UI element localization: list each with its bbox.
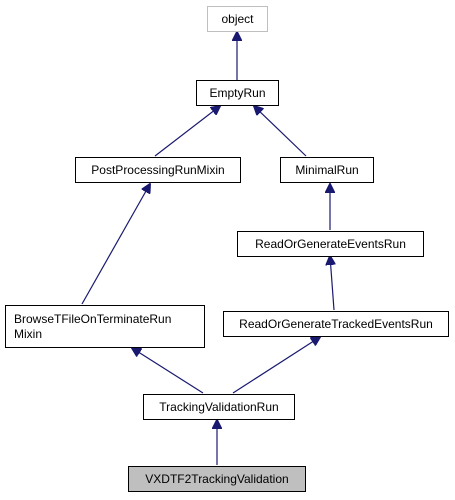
node-tracking-validation-run[interactable]: TrackingValidationRun xyxy=(143,394,295,420)
node-browse-tfile-on-terminate-run-mixin[interactable]: BrowseTFileOnTerminateRun Mixin xyxy=(5,305,205,348)
node-read-or-generate-events-run[interactable]: ReadOrGenerateEventsRun xyxy=(237,231,424,257)
node-post-processing-label: PostProcessingRunMixin xyxy=(91,163,224,177)
node-read-or-generate-tracked-label: ReadOrGenerateTrackedEventsRun xyxy=(239,317,433,331)
node-browse-tfile-label-line2: Mixin xyxy=(14,327,42,341)
node-minimal-run-label: MinimalRun xyxy=(295,163,358,177)
edge-browsetfile-to-postprocessing xyxy=(81,184,150,305)
edge-tracked-to-readorgenerate xyxy=(330,256,334,311)
node-vxdtf2-label: VXDTF2TrackingValidation xyxy=(145,472,288,486)
edge-trackingvalidation-to-browsetfile xyxy=(132,348,204,394)
node-browse-tfile-label-line1: BrowseTFileOnTerminateRun xyxy=(14,312,171,326)
node-empty-run-label: EmptyRun xyxy=(209,86,265,100)
node-read-or-generate-label: ReadOrGenerateEventsRun xyxy=(255,237,406,251)
node-minimal-run[interactable]: MinimalRun xyxy=(280,157,374,183)
edge-postprocessing-to-emptyrun xyxy=(154,106,220,157)
node-object[interactable]: object xyxy=(207,6,268,32)
node-object-label: object xyxy=(221,12,254,26)
node-read-or-generate-tracked-events-run[interactable]: ReadOrGenerateTrackedEventsRun xyxy=(223,311,449,337)
node-vxdtf2-tracking-validation[interactable]: VXDTF2TrackingValidation xyxy=(128,466,306,492)
edge-trackingvalidation-to-tracked xyxy=(232,337,320,394)
node-post-processing-run-mixin[interactable]: PostProcessingRunMixin xyxy=(75,157,241,183)
edge-minimalrun-to-emptyrun xyxy=(254,106,307,157)
node-tracking-validation-label: TrackingValidationRun xyxy=(159,400,278,414)
node-empty-run[interactable]: EmptyRun xyxy=(196,80,279,106)
